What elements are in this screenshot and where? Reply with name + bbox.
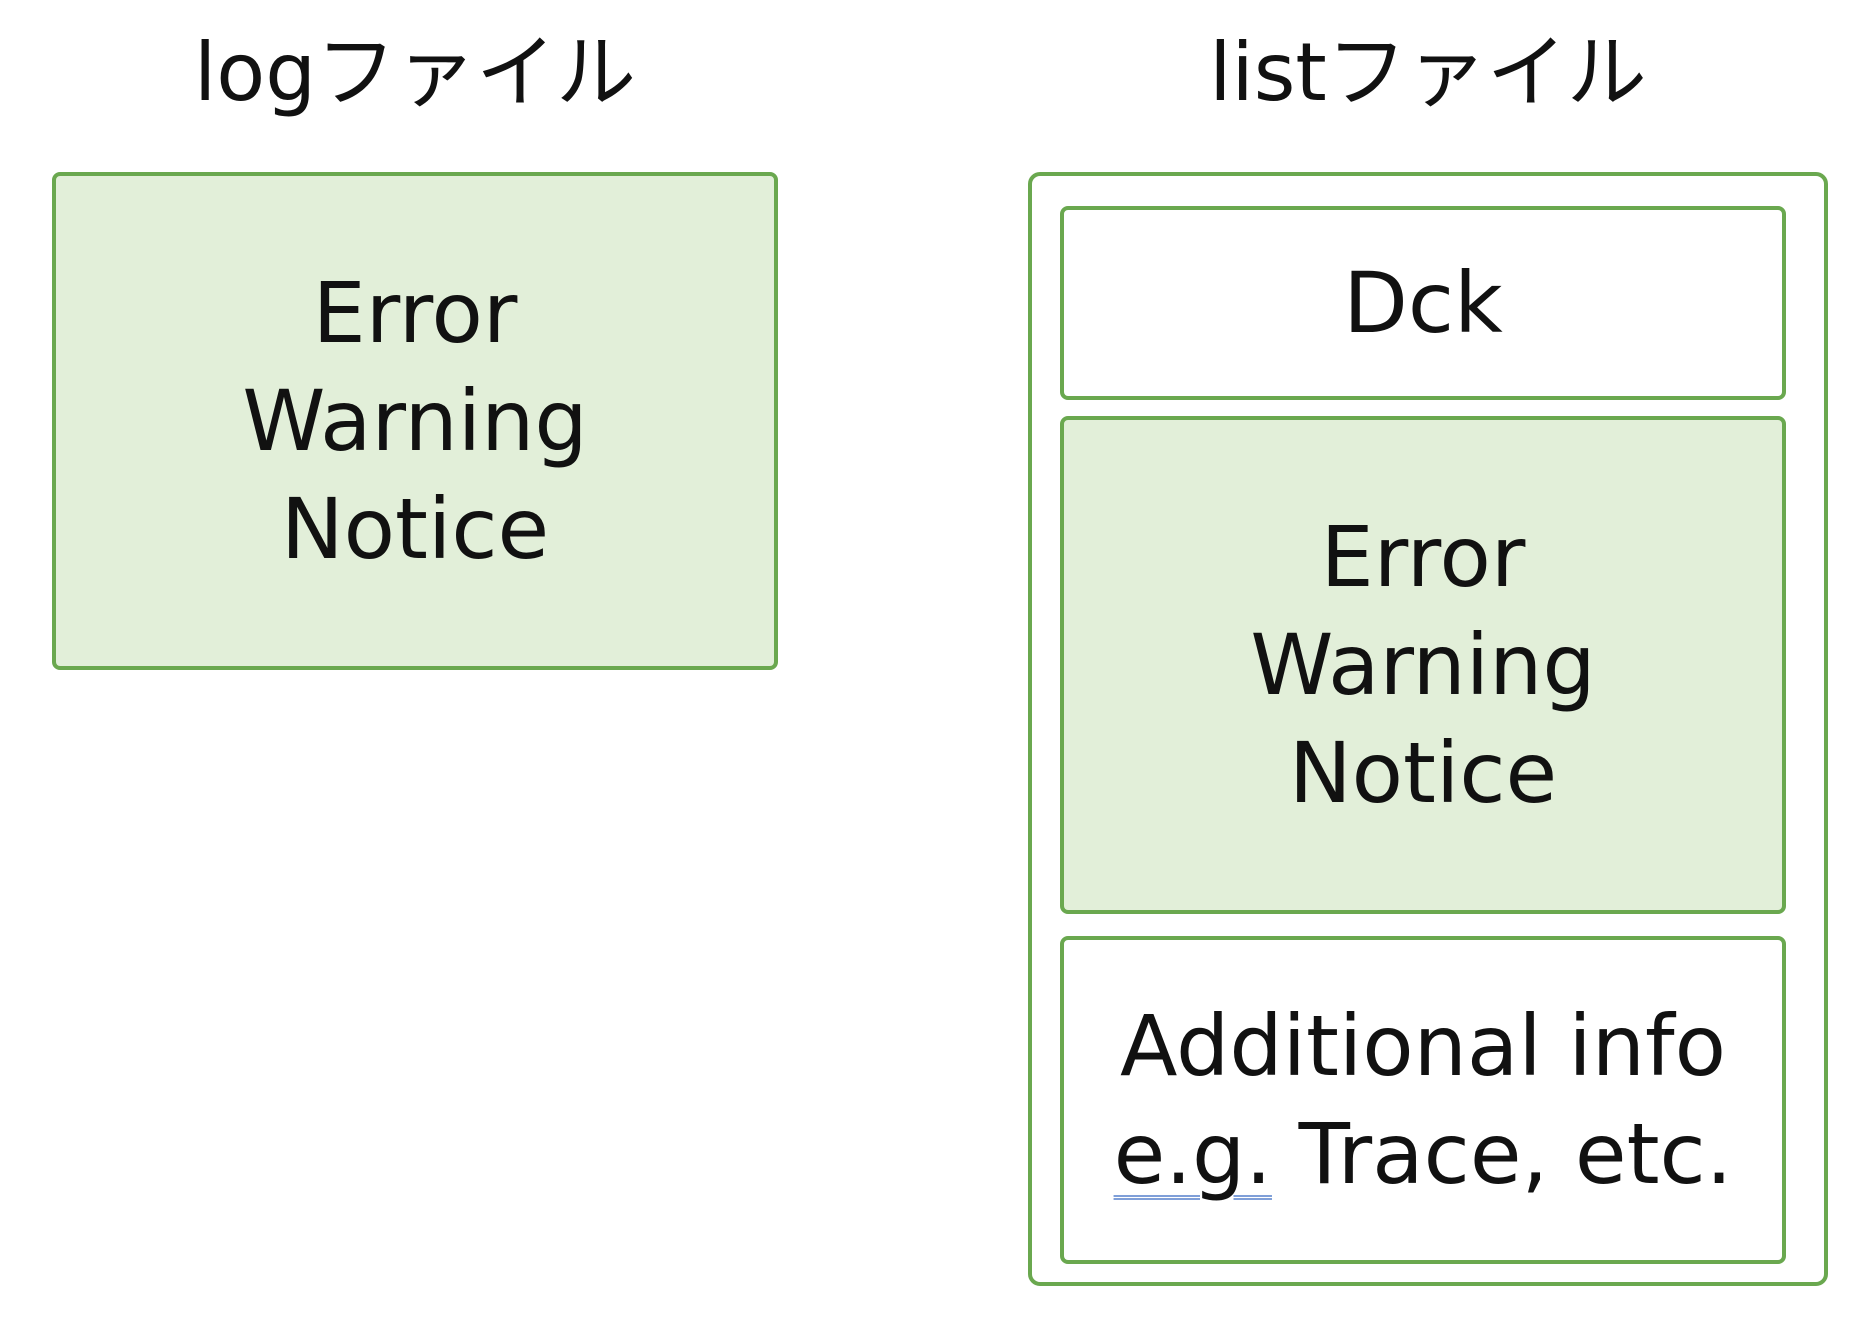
log-warning-label: Warning [242, 372, 588, 470]
list-file-title: listファイル [1209, 26, 1647, 119]
log-error-label: Error [312, 264, 518, 362]
list-error-label: Error [1320, 508, 1526, 606]
log-file-title: logファイル [194, 26, 636, 119]
additional-info-label: Additional info [1120, 997, 1726, 1095]
log-notice-label: Notice [280, 480, 550, 578]
list-notice-label: Notice [1288, 724, 1558, 822]
trace-etc-text: Trace, etc. [1271, 1105, 1733, 1203]
log-file-box: Error Warning Notice [52, 172, 778, 670]
list-messages-section: Error Warning Notice [1060, 416, 1786, 914]
additional-info-section: Additional info e.g. Trace, etc. [1060, 936, 1786, 1264]
dck-label: Dck [1343, 254, 1503, 352]
eg-abbreviation: e.g. [1113, 1105, 1272, 1203]
trace-etc-label: e.g. Trace, etc. [1114, 1100, 1733, 1208]
list-warning-label: Warning [1250, 616, 1596, 714]
dck-section: Dck [1060, 206, 1786, 400]
